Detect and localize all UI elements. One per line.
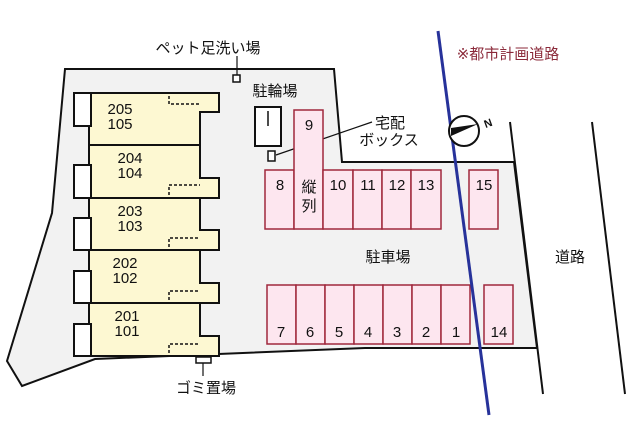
svg-text:10: 10	[330, 177, 347, 194]
balcony	[73, 92, 92, 127]
balcony	[73, 217, 92, 251]
parking-space-2[interactable]: 2	[411, 284, 442, 345]
pet-wash-marker	[232, 74, 241, 83]
garbage-station[interactable]: ゴミ置場	[176, 356, 236, 397]
parking-space-5[interactable]: 5	[324, 284, 355, 345]
svg-text:9: 9	[305, 117, 313, 134]
svg-text:4: 4	[364, 324, 372, 341]
unit-201-101[interactable]: 201 101	[73, 302, 220, 357]
unit-202-102[interactable]: 202 102	[73, 249, 220, 304]
svg-text:13: 13	[418, 177, 435, 194]
parking-space-11[interactable]: 11	[352, 169, 383, 230]
pet-wash-station[interactable]: ペット足洗い場	[155, 39, 261, 83]
parking-space-6[interactable]: 6	[295, 284, 326, 345]
road-edge-right	[591, 121, 626, 395]
unit-lower-number: 104	[117, 165, 142, 182]
svg-text:3: 3	[393, 324, 401, 341]
parking-space-9-tandem[interactable]: 9 縦 列	[293, 109, 324, 230]
tandem-label-2: 列	[301, 197, 316, 215]
svg-text:1: 1	[452, 324, 460, 341]
svg-text:11: 11	[360, 177, 376, 194]
svg-text:7: 7	[277, 324, 285, 341]
unit-203-103[interactable]: 203 103	[73, 197, 220, 251]
planned-road-label: ※都市計画道路	[457, 45, 560, 63]
planned-road-line	[436, 30, 491, 416]
tandem-label-1: 縦	[301, 178, 316, 196]
unit-upper-number: 204	[117, 150, 142, 167]
unit-205-105[interactable]: 205 105	[73, 92, 220, 146]
unit-lower-number: 101	[114, 323, 139, 340]
unit-upper-number: 202	[112, 255, 137, 272]
parking-space-3[interactable]: 3	[382, 284, 413, 345]
unit-lower-number: 105	[107, 116, 132, 133]
unit-204-104[interactable]: 204 104	[73, 144, 220, 199]
svg-text:5: 5	[335, 324, 343, 341]
parking-top-row: 8 9 縦 列 10 11 12 13 15	[264, 109, 499, 230]
road-label: 道路	[555, 248, 585, 266]
garbage-label: ゴミ置場	[176, 379, 236, 397]
bicycle-parking[interactable]: 駐輪場	[252, 82, 298, 147]
parking-space-1[interactable]: 1	[440, 284, 471, 345]
parking-space-12[interactable]: 12	[381, 169, 412, 230]
compass-north-label: N	[483, 117, 495, 131]
parking-space-4[interactable]: 4	[353, 284, 384, 345]
balcony	[73, 164, 92, 199]
unit-upper-number: 201	[114, 308, 139, 325]
compass-north-arrow: N	[448, 115, 495, 147]
delivery-box-label-line1: 宅配	[375, 114, 405, 132]
svg-text:14: 14	[491, 324, 508, 341]
parking-space-7[interactable]: 7	[266, 284, 297, 345]
svg-text:15: 15	[476, 177, 493, 194]
svg-text:8: 8	[276, 177, 284, 194]
unit-upper-number: 205	[107, 101, 132, 118]
delivery-box[interactable]: 宅配 ボックス	[267, 114, 419, 162]
parking-lot-label: 駐車場	[365, 248, 410, 266]
parking-space-13[interactable]: 13	[410, 169, 442, 230]
parking-space-14[interactable]: 14	[483, 284, 514, 345]
building: 205 105 204 104 203 103 202 102	[73, 92, 220, 357]
parking-bottom-row: 7 6 5 4 3 2 1 14	[266, 284, 514, 345]
parking-space-10[interactable]: 10	[322, 169, 354, 230]
parking-space-15[interactable]: 15	[468, 169, 499, 230]
bicycle-parking-label: 駐輪場	[252, 82, 297, 100]
road-edge-left	[509, 121, 544, 395]
delivery-box-marker	[267, 150, 276, 162]
parking-space-8[interactable]: 8	[264, 169, 295, 230]
svg-text:6: 6	[306, 324, 314, 341]
pet-wash-label: ペット足洗い場	[155, 39, 260, 57]
garbage-marker	[195, 356, 212, 364]
unit-lower-number: 102	[112, 270, 137, 287]
unit-lower-number: 103	[117, 218, 142, 235]
svg-text:12: 12	[389, 177, 406, 194]
balcony	[73, 270, 92, 304]
delivery-box-label-line2: ボックス	[359, 131, 419, 149]
svg-text:2: 2	[422, 324, 430, 341]
balcony	[73, 323, 92, 357]
unit-upper-number: 203	[117, 203, 142, 220]
